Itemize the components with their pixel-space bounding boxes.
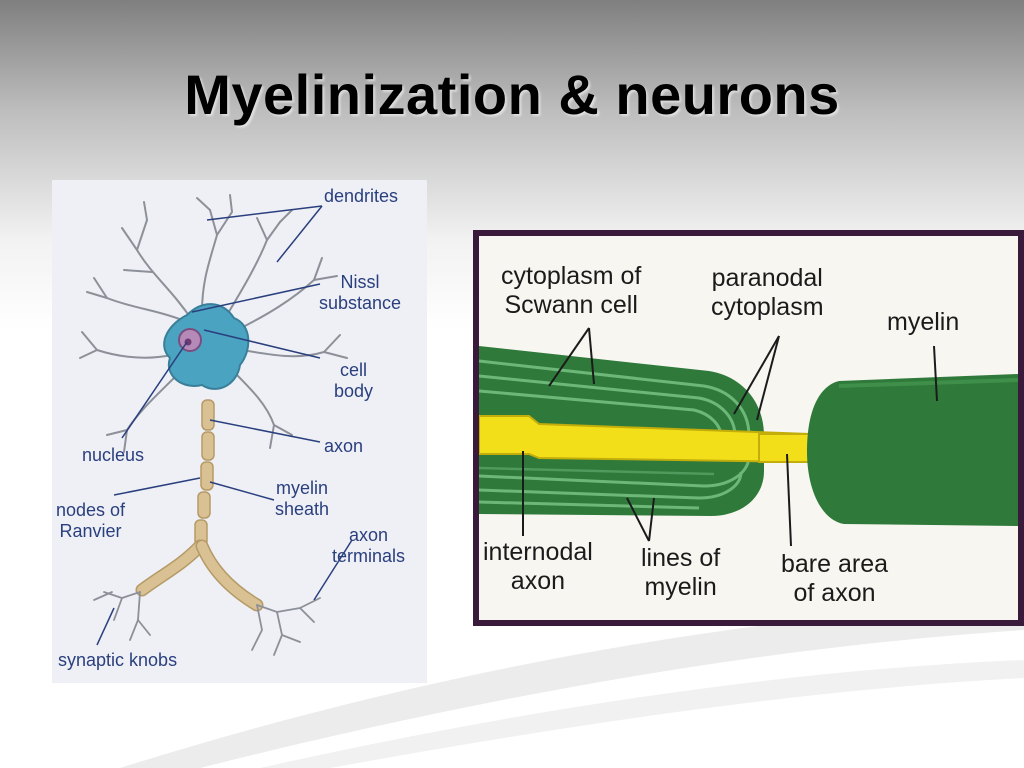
label-cytoplasm-line-1: cytoplasm of bbox=[501, 262, 642, 290]
background-swoosh bbox=[120, 600, 1024, 768]
label-myelin-sheath-line-1: myelin bbox=[276, 478, 329, 498]
label-cell-body-line-2: body bbox=[334, 381, 374, 401]
label-bare-line-2: of axon bbox=[793, 579, 876, 607]
label-cell-body: cell body bbox=[334, 360, 373, 402]
myelin-segment-shape bbox=[807, 374, 1018, 526]
myelin-illustration bbox=[479, 327, 1018, 547]
label-nissl-line-2: substance bbox=[319, 293, 402, 313]
label-nodes-line-1: nodes of bbox=[56, 500, 126, 520]
label-nissl-substance: Nissl substance bbox=[319, 272, 401, 314]
label-axon: axon bbox=[324, 436, 364, 456]
slide-title: Myelinization & neurons bbox=[184, 63, 840, 126]
label-nodes-of-ranvier: nodes of Ranvier bbox=[56, 500, 125, 542]
label-paranodal-cytoplasm: paranodal cytoplasm bbox=[711, 264, 824, 322]
label-myelin-sheath: myelin sheath bbox=[275, 478, 329, 520]
label-myelin-sheath-line-2: sheath bbox=[275, 499, 330, 519]
label-nissl-line-1: Nissl bbox=[340, 272, 380, 292]
label-lines-line-1: lines of bbox=[641, 544, 721, 572]
label-dendrites: dendrites bbox=[324, 186, 399, 206]
bare-axon-shape bbox=[758, 433, 812, 463]
neuron-illustration bbox=[79, 194, 353, 656]
neuron-diagram: dendrites Nissl substance cell body nucl… bbox=[52, 180, 427, 683]
label-internodal-line-1: internodal bbox=[483, 538, 593, 566]
label-synaptic-knobs: synaptic knobs bbox=[58, 650, 178, 670]
myelin-diagram: cytoplasm of Scwann cell paranodal cytop… bbox=[479, 236, 1018, 620]
label-bare-area-of-axon: bare area of axon bbox=[781, 550, 888, 608]
label-bare-line-1: bare area bbox=[781, 550, 889, 578]
myelin-diagram-frame: cytoplasm of Scwann cell paranodal cytop… bbox=[473, 230, 1024, 626]
label-cytoplasm-line-2: Scwann cell bbox=[504, 291, 638, 319]
label-paranodal-line-2: cytoplasm bbox=[711, 293, 824, 321]
label-cytoplasm-of-schwann-cell: cytoplasm of Scwann cell bbox=[501, 262, 641, 320]
label-internodal-axon: internodal axon bbox=[483, 538, 593, 596]
label-cell-body-line-1: cell bbox=[340, 360, 368, 380]
label-internodal-line-2: axon bbox=[510, 567, 566, 595]
label-nucleus: nucleus bbox=[82, 445, 145, 465]
label-axon-terminals-line-1: axon bbox=[348, 525, 389, 545]
label-myelin: myelin bbox=[887, 308, 960, 336]
label-nodes-line-2: Ranvier bbox=[59, 521, 122, 541]
label-lines-of-myelin: lines of myelin bbox=[641, 544, 720, 602]
label-axon-terminals: axon terminals bbox=[332, 525, 405, 567]
label-axon-terminals-line-2: terminals bbox=[332, 546, 406, 566]
cell-body-shape bbox=[163, 303, 250, 390]
label-paranodal-line-1: paranodal bbox=[711, 264, 823, 292]
label-lines-line-2: myelin bbox=[644, 573, 717, 601]
